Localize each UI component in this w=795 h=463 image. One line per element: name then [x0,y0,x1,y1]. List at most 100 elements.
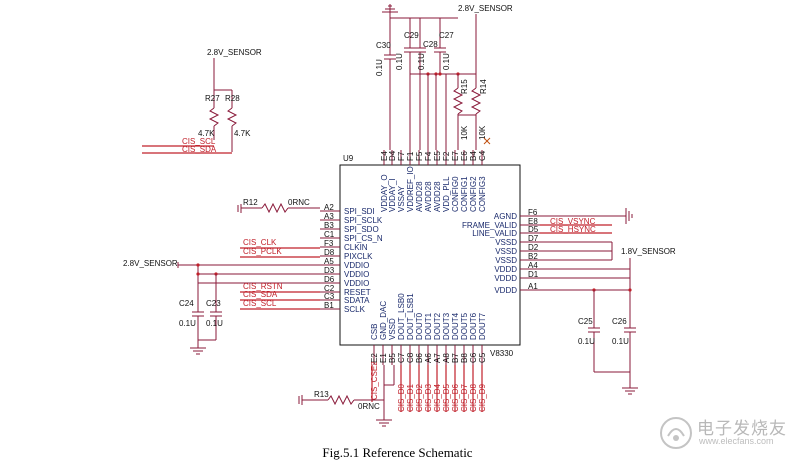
pin-name: SPI_SDO [344,225,379,234]
pin-number: F4 [424,151,433,161]
c28-value: 0.1U [417,53,426,70]
pin-number: E7 [451,151,460,161]
pin-number: D6 [324,275,335,284]
r15-ref: R15 [460,79,469,94]
capacitor-c30 [384,18,396,150]
pin-name: AVDD28 [415,181,424,212]
r27-value: 4.7K [198,129,215,138]
r13-ref: R13 [314,390,329,399]
pin-name: VDDIO [344,261,369,270]
capacitor-c23 [210,306,222,340]
pin-number: F2 [442,151,451,161]
pin-number: C6 [469,352,478,363]
pin-number: D2 [528,243,539,252]
watermark: 电子发烧友 www.elecfans.com [655,414,790,454]
data-bus-label: CIS_D4 [433,383,442,412]
pin-number: E2 [370,353,379,363]
pin-name: DOUT5 [460,312,469,340]
net-cis-clk: CIS_CLK [243,238,277,247]
pin-name: LINE_VALID [472,229,517,238]
chip-ref: U9 [343,154,354,163]
data-bus-label: CIS_D3 [424,383,433,412]
r14-ref: R14 [479,79,488,94]
pin-name: FRAME_VALID [462,221,517,230]
r12-stub [237,202,320,214]
capacitor-c29 [404,18,416,150]
pin-number: E6 [460,151,469,161]
pin-number: C7 [397,352,406,363]
pin-name: CONFIG1 [460,176,469,212]
data-bus-label: CIS_D0 [397,383,406,412]
net-cis-hsync: CIS_HSYNC [550,225,596,234]
pin-name: VSSD [495,238,517,247]
watermark-url: www.elecfans.com [699,436,774,446]
top-pin-group: E4VDDAY_OD4VDDAY_IF7VSSAYF1VDDREF_IOF5AV… [380,150,487,212]
pin-name: DOUT0 [415,312,424,340]
pin-name: DOUT_LSB1 [406,293,415,340]
ground-symbol-left [190,347,206,355]
pin-number: B6 [415,353,424,363]
pin-name: RESET [344,288,371,297]
pin-number: B4 [469,151,478,161]
pin-name: VDD_PLL [442,176,451,212]
c30-ref: C30 [376,41,391,50]
capacitor-c24 [192,283,204,348]
pin-name: DOUT2 [433,312,442,340]
pin-number: A2 [324,203,334,212]
pin-name: VSSAY [397,185,406,212]
pin-name: SDATA [344,296,370,305]
net-cis-pclk: CIS_PCLK [243,247,282,256]
pin-number: D4 [388,150,397,161]
data-bus-label: CIS_D7 [460,383,469,412]
pin-number: F5 [415,151,424,161]
pin-number: C8 [406,352,415,363]
net-cis-vsync: CIS_VSYNC [550,217,596,226]
pin-number: A7 [433,353,442,363]
pin-number: B8 [460,353,469,363]
pin-number: E8 [528,217,538,226]
r12-ref: R12 [243,198,258,207]
c24-ref: C24 [179,299,194,308]
pin-name: CONFIG0 [451,176,460,212]
c29-ref: C29 [404,31,419,40]
r28-value: 4.7K [234,129,251,138]
pin-name: SCLK [344,305,366,314]
data-bus-label: CIS_D6 [451,383,460,412]
c25-ref: C25 [578,317,593,326]
capacitor-c25 [588,290,600,372]
c24-value: 0.1U [179,319,196,328]
pin-number: B3 [324,221,334,230]
bottom-pin-group: E2CSBE1GND_DACB5VSSDC7DOUT_LSB0C8DOUT_LS… [370,293,487,365]
pin-number: D8 [324,248,335,257]
net-cis-scl: CIS_SCL [243,299,277,308]
pin-number: B7 [451,353,460,363]
chip-part: V8330 [490,349,514,358]
pin-number: A5 [324,257,334,266]
pin-name: VSSD [495,256,517,265]
c23-ref: C23 [206,299,221,308]
pin-number: A1 [528,282,538,291]
r27-ref: R27 [205,94,220,103]
pin-name: VDDD [494,286,517,295]
pin-number: A8 [442,353,451,363]
pin-number: D5 [528,225,539,234]
watermark-text: 电子发烧友 [697,419,787,439]
data-bus-label: CIS_D2 [415,383,424,412]
pin-name: SPI_CS_N [344,234,383,243]
ground-symbol-right [622,387,638,395]
pin-name: VDDREF_IO [406,166,415,212]
pin-number: E1 [379,353,388,363]
pin-name: VDDD [494,265,517,274]
pin-number: C2 [324,284,335,293]
pin-name: DOUT_LSB0 [397,293,406,340]
net-2v8-i2c: 2.8V_SENSOR [207,48,262,57]
figure-caption: Fig.5.1 Reference Schematic [322,445,473,460]
net-cis-cse2: CIS_CSE2 [370,361,379,400]
pin-name: VSSD [388,318,397,340]
pin-name: SPI_SDI [344,207,375,216]
r12-value: 0RNC [288,198,310,207]
